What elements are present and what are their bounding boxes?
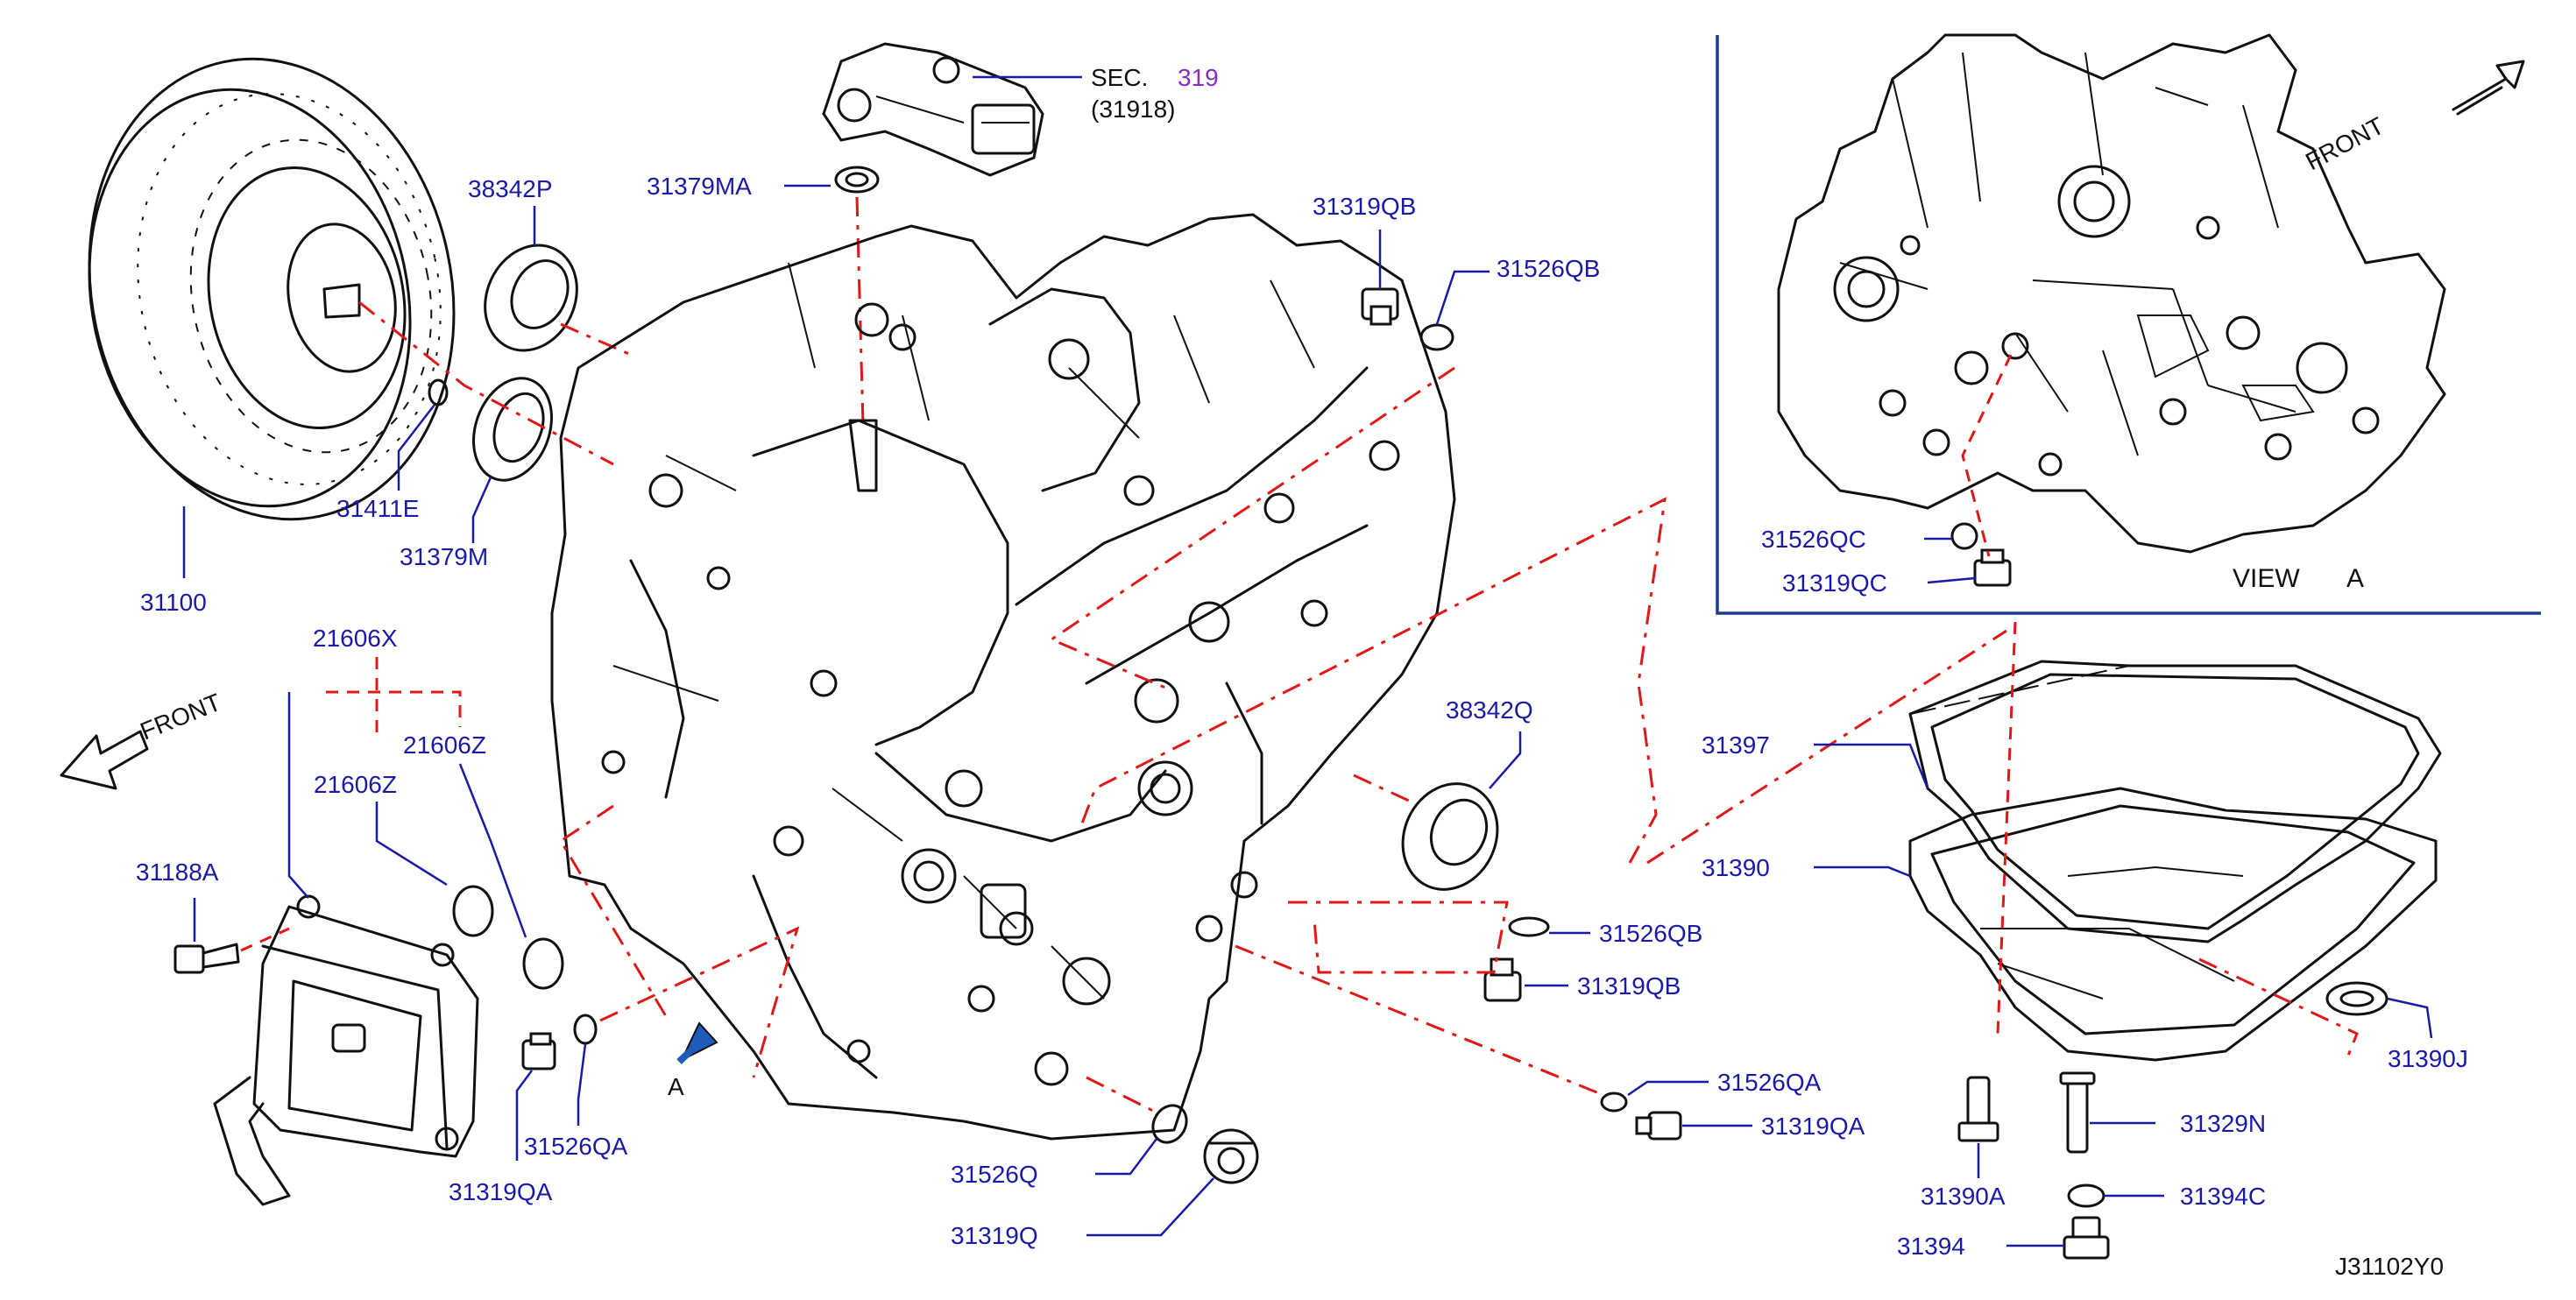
front-arrow-inset-icon — [2452, 60, 2525, 116]
front-arrow-main-icon — [60, 730, 149, 790]
label-31390: 31390 — [1702, 854, 1770, 881]
label-31319qc: 31319QC — [1782, 569, 1887, 597]
oring-21606z-a-icon — [452, 885, 494, 937]
label-31379m: 31379M — [400, 543, 488, 570]
label-31319qb-top: 31319QB — [1313, 193, 1416, 220]
label-31526q: 31526Q — [951, 1161, 1038, 1188]
view-word: VIEW — [2233, 564, 2300, 593]
plug-31319qc-icon — [1973, 548, 2012, 587]
torque-converter — [88, 57, 456, 521]
oil-seal-31379ma-icon — [834, 166, 880, 194]
washer-31394c-icon — [2067, 1183, 2105, 1208]
label-31411e: 31411E — [336, 495, 419, 522]
tube-31329n-icon — [2059, 1071, 2096, 1154]
seal-31526qb-top-icon — [1419, 323, 1454, 351]
front-label-inset: FRONT — [2301, 112, 2388, 176]
sec-prefix: SEC. — [1091, 64, 1148, 91]
label-31100: 31100 — [140, 589, 207, 616]
seal-31390j-icon — [2325, 981, 2388, 1016]
oil-cooler — [213, 894, 479, 1206]
seal-31526q-icon — [1151, 1104, 1188, 1144]
label-21606z-b: 21606Z — [314, 771, 397, 798]
label-38342p: 38342P — [468, 175, 553, 202]
seal-31526qb-mid-icon — [1508, 916, 1550, 937]
view-a-arrow-icon — [676, 1021, 718, 1064]
oil-seal-38342p-icon — [484, 244, 578, 352]
label-31526qb-mid: 31526QB — [1599, 920, 1702, 947]
label-31319qa-right: 31319QA — [1761, 1113, 1865, 1140]
plug-31319qb-mid-icon — [1483, 957, 1522, 1002]
arrow-a-label: A — [668, 1073, 684, 1100]
sec-sub: (31918) — [1091, 95, 1176, 123]
label-31319qb-mid: 31319QB — [1577, 972, 1681, 1000]
front-label-main: FRONT — [137, 689, 225, 745]
sec-number: 319 — [1178, 64, 1219, 91]
plug-31319qa-left-icon — [521, 1032, 556, 1070]
label-31390j: 31390J — [2388, 1045, 2468, 1072]
bolt-31188a-icon — [173, 943, 240, 974]
inset-housing-drawing — [1777, 33, 2446, 554]
label-31526qa-right: 31526QA — [1717, 1069, 1822, 1096]
label-31526qc: 31526QC — [1761, 526, 1866, 553]
oil-pan-gasket — [1908, 660, 2442, 943]
oil-seal-31379m-icon — [472, 377, 553, 482]
inset-frame — [1716, 35, 2541, 615]
view-a-inset: 31526QC 31319QC VIEW A FRONT — [1716, 33, 2541, 615]
label-38342q: 38342Q — [1446, 696, 1533, 724]
oring-31411e-icon — [428, 378, 449, 406]
label-31188a: 31188A — [136, 858, 219, 886]
transaxle-housing — [550, 213, 1456, 1141]
label-31319qa-left: 31319QA — [449, 1178, 553, 1205]
label-31526qb-top: 31526QB — [1497, 255, 1600, 282]
diagram-id: J31102Y0 — [2335, 1253, 2444, 1280]
oring-21606z-b-icon — [522, 937, 564, 990]
position-sensor-icon — [822, 42, 1044, 177]
bolt-31390a-icon — [1957, 1076, 1999, 1142]
seal-31526qc-icon — [1950, 522, 1978, 550]
label-31397: 31397 — [1702, 731, 1770, 759]
plug-31319q-icon — [1203, 1128, 1259, 1184]
plug-31319qa-right-icon — [1635, 1111, 1682, 1141]
label-31379ma: 31379MA — [647, 173, 752, 200]
view-letter: A — [2346, 564, 2364, 593]
label-21606x: 21606X — [313, 625, 398, 652]
label-31526qa-left: 31526QA — [524, 1133, 628, 1160]
seal-31526qa-left-icon — [573, 1014, 598, 1045]
label-21606z-a: 21606Z — [403, 731, 486, 759]
label-31319q: 31319Q — [951, 1222, 1038, 1249]
seal-31526qa-right-icon — [1600, 1092, 1628, 1113]
label-31390a: 31390A — [1921, 1183, 2006, 1210]
oil-pan — [1908, 787, 2438, 1062]
plug-31319qb-top-icon — [1361, 287, 1399, 326]
drain-plug-31394-icon — [2063, 1216, 2110, 1260]
label-31329n: 31329N — [2180, 1110, 2266, 1137]
oil-seal-38342q-icon — [1401, 782, 1499, 891]
label-31394c: 31394C — [2180, 1183, 2266, 1210]
label-31394: 31394 — [1897, 1233, 1965, 1260]
